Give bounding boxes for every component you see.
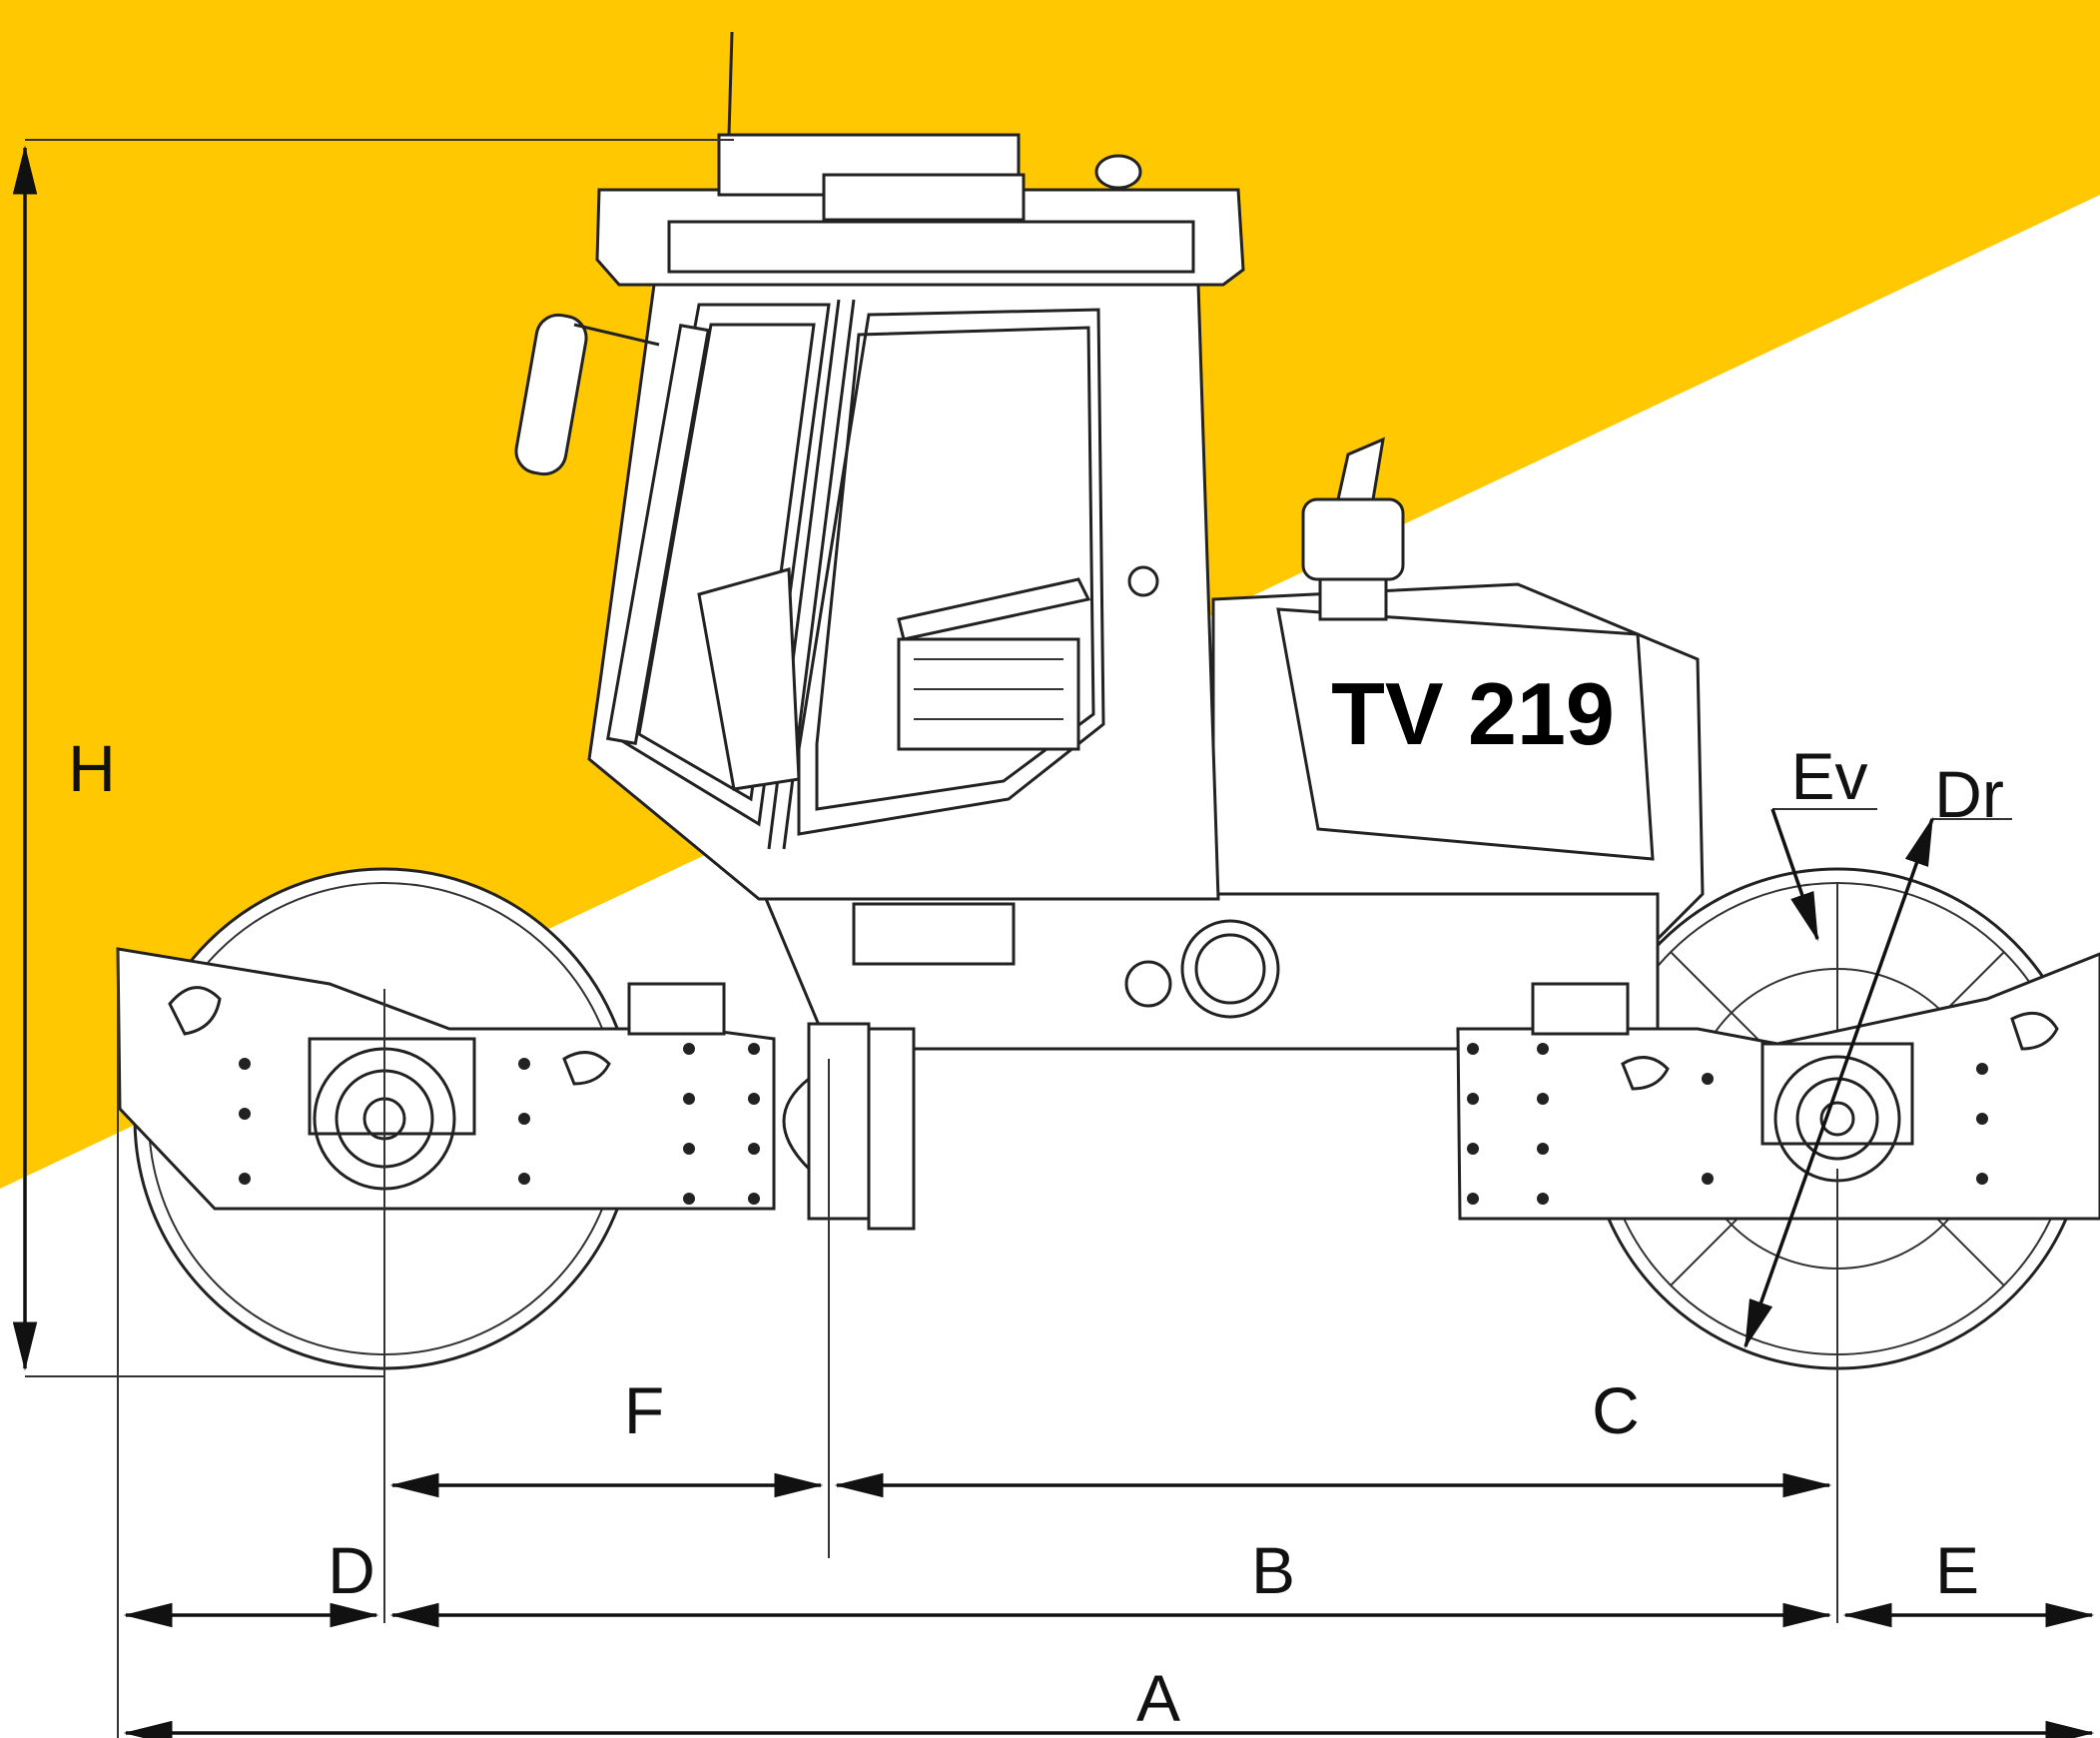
dimension-label-d: D: [328, 1533, 375, 1607]
dimension-label-dr: Dr: [1934, 757, 2004, 831]
model-label: TV 219: [1331, 664, 1615, 763]
dimension-lines: [12, 139, 2095, 1738]
articulation-joint: [782, 1022, 916, 1231]
dimension-label-h: H: [68, 731, 116, 805]
front-frame: [116, 947, 776, 1211]
dimension-label-a: A: [1136, 1661, 1180, 1735]
dimension-label-b: B: [1251, 1533, 1295, 1607]
dimension-label-ev: Ev: [1790, 739, 1867, 813]
dimension-label-f: F: [624, 1373, 664, 1447]
dimension-label-c: C: [1592, 1373, 1640, 1447]
operator-cab: [514, 31, 1245, 966]
exhaust-stack: [1301, 436, 1405, 621]
dimension-label-e: E: [1935, 1533, 1979, 1607]
roller-machine: [116, 31, 2100, 1370]
